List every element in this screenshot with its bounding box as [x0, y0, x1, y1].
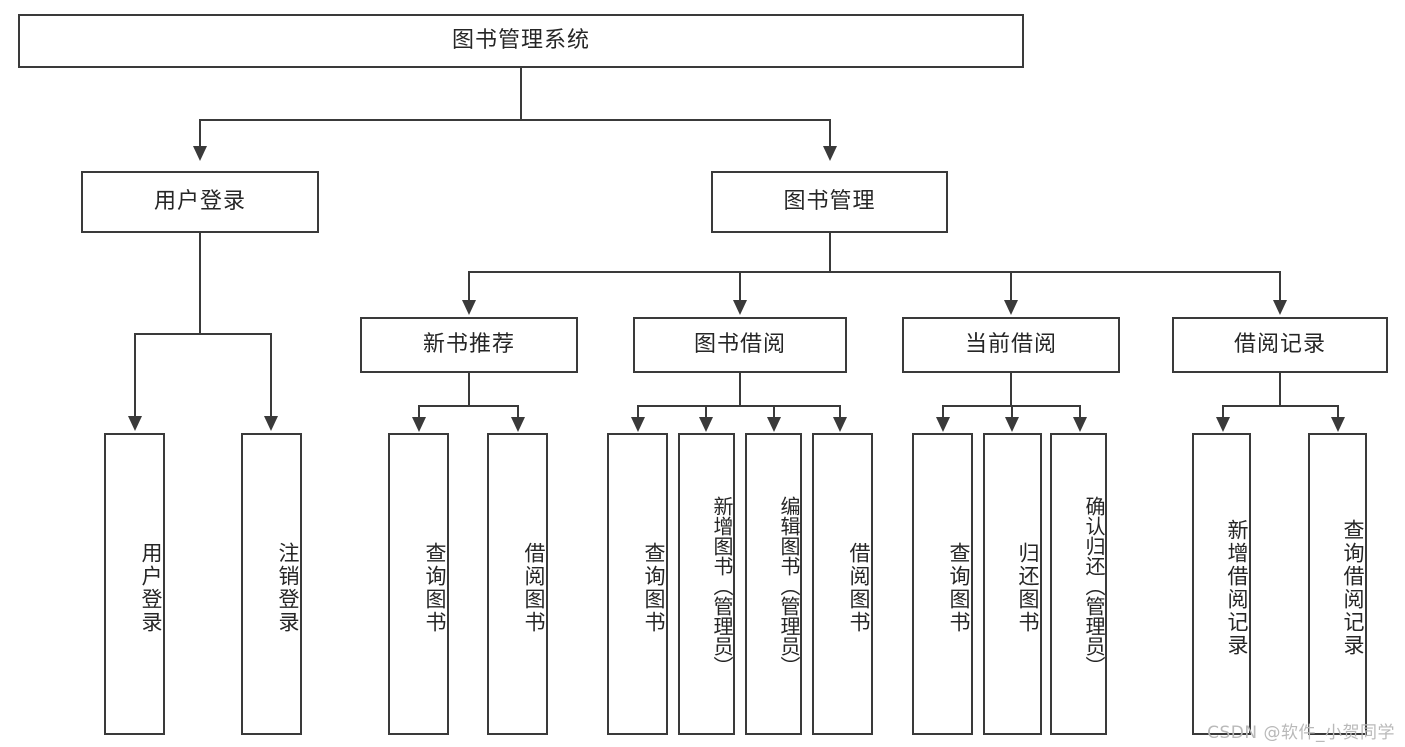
- connector-level1-bar: [199, 119, 831, 121]
- connector-book-management-stem: [829, 233, 831, 272]
- connector-new-book-recommend-bar: [418, 405, 519, 407]
- node-label: 借阅记录: [1233, 331, 1326, 357]
- leaf-add-book-admin[interactable]: 新增图书（管理员）: [678, 433, 735, 735]
- arrowhead-to-user-login: [193, 146, 207, 161]
- node-label: 归还图书: [1016, 542, 1040, 634]
- connector-to-new-book-recommend: [468, 271, 470, 301]
- arrowhead-book-borrow-leaf-4: [833, 417, 847, 432]
- arrowhead-current-borrow-leaf-3: [1073, 417, 1087, 432]
- arrowhead-book-borrow-leaf-3: [767, 417, 781, 432]
- node-current-borrow[interactable]: 当前借阅: [902, 317, 1120, 373]
- connector-book-borrow-leaf-1: [637, 405, 639, 418]
- connector-root-stem: [520, 68, 522, 120]
- connector-level2-bar: [468, 271, 1280, 273]
- connector-borrow-record-bar: [1222, 405, 1339, 407]
- connector-borrow-record-leaf-2: [1337, 405, 1339, 418]
- node-book-management[interactable]: 图书管理: [711, 171, 948, 233]
- arrowhead-borrow-record-leaf-1: [1216, 417, 1230, 432]
- node-borrow-record[interactable]: 借阅记录: [1172, 317, 1388, 373]
- leaf-borrow-book-recommend[interactable]: 借阅图书: [487, 433, 548, 735]
- arrowhead-user-login-leaf-1: [128, 416, 142, 431]
- connector-current-borrow-leaf-3: [1079, 405, 1081, 418]
- arrowhead-to-book-borrow: [733, 300, 747, 315]
- leaf-search-book-current[interactable]: 查询图书: [912, 433, 973, 735]
- node-label: 查询图书: [947, 542, 971, 634]
- node-label: 编辑图书（管理员）: [777, 496, 801, 676]
- arrowhead-current-borrow-leaf-1: [936, 417, 950, 432]
- csdn-watermark: CSDN @软件_小贺同学: [1207, 723, 1395, 743]
- connector-to-user-login: [199, 119, 201, 147]
- leaf-user-login[interactable]: 用户登录: [104, 433, 165, 735]
- leaf-search-borrow-record[interactable]: 查询借阅记录: [1308, 433, 1367, 735]
- connector-borrow-record-stem: [1279, 373, 1281, 406]
- node-label: 查询图书: [423, 542, 447, 634]
- connector-new-book-recommend-leaf-2: [517, 405, 519, 418]
- node-user-login[interactable]: 用户登录: [81, 171, 319, 233]
- leaf-edit-book-admin[interactable]: 编辑图书（管理员）: [745, 433, 802, 735]
- leaf-add-borrow-record[interactable]: 新增借阅记录: [1192, 433, 1251, 735]
- node-label: 当前借阅: [964, 331, 1057, 357]
- arrowhead-to-current-borrow: [1004, 300, 1018, 315]
- leaf-logout[interactable]: 注销登录: [241, 433, 302, 735]
- leaf-borrow-book[interactable]: 借阅图书: [812, 433, 873, 735]
- connector-current-borrow-leaf-2: [1011, 405, 1013, 418]
- connector-user-login-leaf-1: [134, 333, 136, 417]
- node-label: 借阅图书: [522, 542, 546, 634]
- arrowhead-new-book-recommend-leaf-1: [412, 417, 426, 432]
- connector-to-borrow-record: [1279, 271, 1281, 301]
- node-label: 借阅图书: [847, 542, 871, 634]
- node-label: 新书推荐: [422, 331, 515, 357]
- node-label: 图书管理: [783, 188, 876, 214]
- connector-borrow-record-leaf-1: [1222, 405, 1224, 418]
- arrowhead-book-borrow-leaf-2: [699, 417, 713, 432]
- arrowhead-to-new-book-recommend: [462, 300, 476, 315]
- connector-user-login-stem: [199, 233, 201, 334]
- connector-to-book-management: [829, 119, 831, 147]
- arrowhead-borrow-record-leaf-2: [1331, 417, 1345, 432]
- node-label: 图书管理系统: [451, 27, 590, 53]
- connector-to-current-borrow: [1010, 271, 1012, 301]
- node-label: 图书借阅: [693, 331, 786, 357]
- connector-user-login-leaf-2: [270, 333, 272, 417]
- connector-book-borrow-leaf-2: [705, 405, 707, 418]
- connector-current-borrow-leaf-1: [942, 405, 944, 418]
- node-label: 新增借阅记录: [1225, 519, 1249, 657]
- node-label: 查询借阅记录: [1341, 519, 1365, 657]
- node-label: 用户登录: [153, 188, 246, 214]
- node-label: 查询图书: [642, 542, 666, 634]
- leaf-search-book-recommend[interactable]: 查询图书: [388, 433, 449, 735]
- connector-book-borrow-stem: [739, 373, 741, 406]
- connector-new-book-recommend-leaf-1: [418, 405, 420, 418]
- leaf-search-book[interactable]: 查询图书: [607, 433, 668, 735]
- connector-book-borrow-leaf-3: [773, 405, 775, 418]
- connector-current-borrow-stem: [1010, 373, 1012, 406]
- node-label: 用户登录: [139, 542, 163, 634]
- arrowhead-user-login-leaf-2: [264, 416, 278, 431]
- connector-book-borrow-bar: [637, 405, 841, 407]
- connector-user-login-bar: [134, 333, 272, 335]
- arrowhead-to-book-management: [823, 146, 837, 161]
- arrowhead-book-borrow-leaf-1: [631, 417, 645, 432]
- connector-book-borrow-leaf-4: [839, 405, 841, 418]
- node-label: 确认归还（管理员）: [1082, 496, 1106, 676]
- node-root-book-management-system[interactable]: 图书管理系统: [18, 14, 1024, 68]
- leaf-confirm-return-admin[interactable]: 确认归还（管理员）: [1050, 433, 1107, 735]
- arrowhead-to-borrow-record: [1273, 300, 1287, 315]
- node-book-borrow[interactable]: 图书借阅: [633, 317, 847, 373]
- leaf-return-book[interactable]: 归还图书: [983, 433, 1042, 735]
- node-label: 新增图书（管理员）: [710, 496, 734, 676]
- arrowhead-current-borrow-leaf-2: [1005, 417, 1019, 432]
- connector-to-book-borrow: [739, 271, 741, 301]
- node-new-book-recommend[interactable]: 新书推荐: [360, 317, 578, 373]
- arrowhead-new-book-recommend-leaf-2: [511, 417, 525, 432]
- node-label: 注销登录: [276, 542, 300, 634]
- connector-new-book-recommend-stem: [468, 373, 470, 406]
